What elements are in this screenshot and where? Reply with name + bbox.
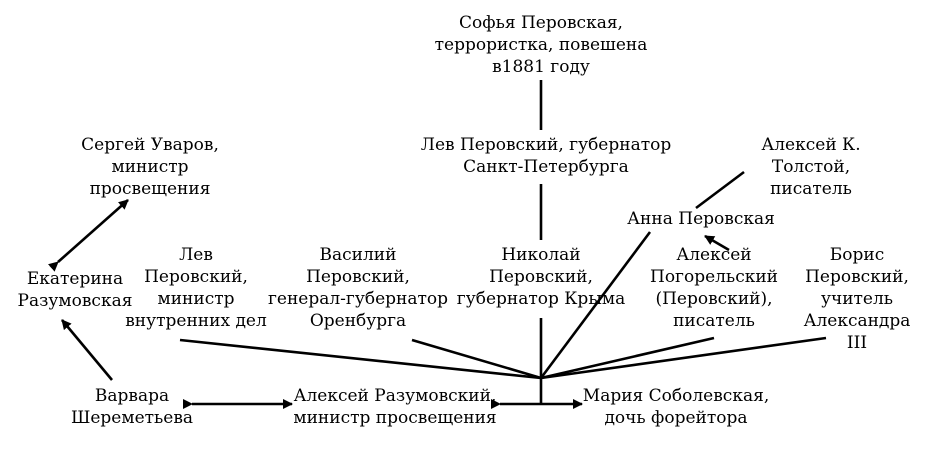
- arrow-ekaterina-to-uvarov: [47, 199, 129, 272]
- node-ekaterina-razumovskaya: Екатерина Разумовская: [17, 269, 133, 311]
- node-aleksei-pogorelsky: Алексей Погорельский (Перовский), писате…: [649, 245, 779, 331]
- node-anna-perovskaya: Анна Перовская: [627, 209, 775, 229]
- node-nikolai-perovsky: Николай Перовский, губернатор Крыма: [456, 245, 626, 309]
- node-boris-perovsky: Борис Перовский, учитель Александра III: [803, 245, 911, 353]
- node-lev-perovsky-governor: Лев Перовский, губернатор Санкт-Петербур…: [420, 135, 672, 177]
- arrow-varvara-to-ekaterina: [61, 319, 113, 381]
- line-hub-to-boris: [540, 336, 827, 380]
- line-hub-to-pogorelsky: [540, 336, 715, 380]
- line-hub-to-lev-min: [179, 338, 542, 380]
- line-anna-to-tolstoy: [695, 170, 745, 210]
- node-aleksei-razumovsky: Алексей Разумовский, министр просвещения: [293, 386, 497, 428]
- node-lev-perovsky-minister: Лев Перовский, министр внутренних дел: [125, 245, 267, 331]
- node-sergei-uvarov: Сергей Уваров, министр просвещения: [81, 135, 219, 199]
- line-hub-to-vasily: [411, 338, 542, 380]
- node-maria-sobolevskaya: Мария Соболевская, дочь форейтора: [582, 386, 770, 428]
- arrow-pogorelsky-to-anna: [704, 234, 730, 252]
- line-hub-to-anna: [539, 231, 652, 379]
- node-sofya-perovskaya: Софья Перовская, террористка, повешена в…: [434, 13, 648, 77]
- node-aleksei-tolstoy: Алексей К. Толстой, писатель: [761, 135, 861, 199]
- node-vasily-perovsky: Василий Перовский, генерал-губернатор Ор…: [268, 245, 448, 331]
- node-varvara-sheremeteva: Варвара Шереметьева: [70, 386, 194, 428]
